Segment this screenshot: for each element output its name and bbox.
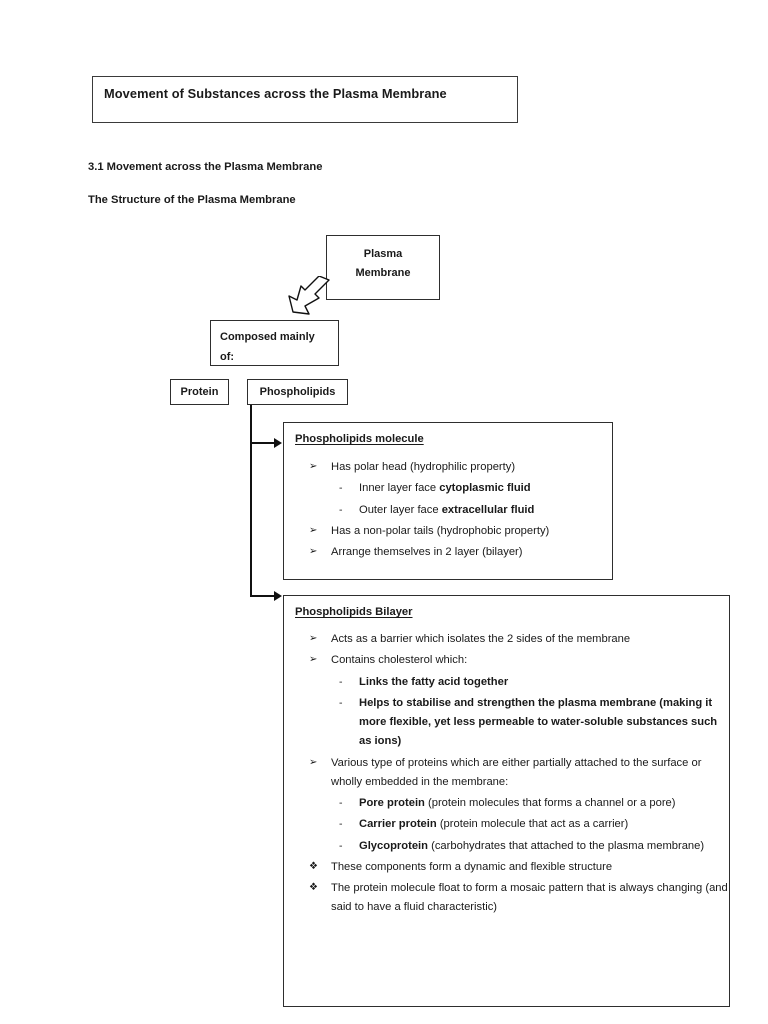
list-item: ➢ Arrange themselves in 2 layer (bilayer) — [309, 543, 612, 562]
list-item: ❖ The protein molecule float to form a mo… — [309, 879, 729, 918]
list-item: - Glycoprotein (carbohydrates that attach… — [337, 837, 729, 856]
bullet-marker-icon: ➢ — [309, 546, 318, 558]
panel-bilayer-heading: Phospholipids Bilayer — [295, 606, 413, 618]
list-item-text: Outer layer face extracellular fluid — [359, 503, 535, 516]
flowchart-box-phospholipids: Phospholipids — [247, 379, 348, 405]
bullet-marker-icon: - — [339, 675, 343, 688]
list-item-text: Pore protein (protein molecules that for… — [359, 797, 676, 810]
list-item: ➢ Contains cholesterol which: — [309, 651, 729, 670]
list-item-text: Various type of proteins which are eithe… — [331, 756, 702, 788]
panel-phospholipids-bilayer: Phospholipids Bilayer ➢ Acts as a barrier… — [283, 595, 730, 1007]
list-item-text: These components form a dynamic and flex… — [331, 860, 613, 873]
list-item: - Pore protein (protein molecules that fo… — [337, 794, 729, 813]
list-item-text: Has polar head (hydrophilic property) — [331, 461, 516, 473]
bullet-marker-icon: - — [339, 839, 343, 852]
bullet-marker-icon: ➢ — [309, 461, 318, 472]
bullet-marker-icon: ❖ — [309, 882, 318, 894]
list-item-text: Has a non-polar tails (hydrophobic prope… — [331, 524, 550, 537]
bullet-marker-icon: ➢ — [309, 654, 318, 666]
list-item: - Inner layer face cytoplasmic fluid — [337, 479, 612, 498]
list-item: - Carrier protein (protein molecule that … — [337, 815, 729, 834]
panel-phospholipids-molecule: Phospholipids molecule ➢ Has polar head (… — [283, 422, 613, 580]
flowchart-box-protein: Protein — [170, 379, 229, 405]
bullet-marker-icon: ➢ — [309, 633, 318, 644]
list-item-text: Helps to stabilise and strengthen the pl… — [359, 696, 718, 748]
bullet-marker-icon: - — [339, 818, 343, 831]
list-item-text: Inner layer face cytoplasmic fluid — [359, 482, 531, 495]
list-item-text: Carrier protein (protein molecule that a… — [359, 818, 629, 831]
list-item-text: Contains cholesterol which: — [331, 654, 468, 667]
bullet-marker-icon: ➢ — [309, 756, 318, 768]
bullet-marker-icon: - — [339, 503, 343, 516]
list-item: - Links the fatty acid together — [337, 673, 729, 692]
bullet-marker-icon: - — [339, 797, 343, 810]
composed-line-1: Composed mainly — [220, 331, 315, 343]
section-heading: 3.1 Movement across the Plasma Membrane — [88, 161, 323, 173]
list-item: ➢ Has a non-polar tails (hydrophobic prop… — [309, 522, 612, 541]
plasma-membrane-line-2: Membrane — [355, 267, 411, 280]
list-item-text: The protein molecule float to form a mos… — [331, 882, 728, 914]
list-item-text: Glycoprotein (carbohydrates that attache… — [359, 839, 705, 852]
list-item: - Helps to stabilise and strengthen the p… — [337, 694, 729, 752]
flowchart-box-plasma-membrane: Plasma Membrane — [326, 235, 440, 300]
list-item-text: Arrange themselves in 2 layer (bilayer) — [331, 546, 523, 559]
molecule-bullet-list: ➢ Has polar head (hydrophilic property) - I… — [284, 458, 612, 562]
list-item-text: Acts as a barrier which isolates the 2 s… — [331, 633, 631, 645]
composed-line-2: of: — [220, 351, 235, 364]
list-item: - Outer layer face extracellular fluid — [337, 501, 612, 520]
list-item-text: Links the fatty acid together — [359, 675, 509, 688]
title-box: Movement of Substances across the Plasma… — [92, 76, 518, 123]
connector-to-molecule-box — [250, 442, 276, 444]
bullet-marker-icon: - — [339, 482, 343, 495]
bullet-marker-icon: ❖ — [309, 860, 318, 872]
connector-to-bilayer-box — [250, 595, 276, 597]
bullet-marker-icon: ➢ — [309, 524, 318, 536]
page-title: Movement of Substances across the Plasma… — [104, 86, 447, 101]
arrowhead-molecule-icon — [274, 438, 282, 448]
flowchart-box-composed-mainly-of: Composed mainly of: — [210, 320, 339, 366]
subsection-heading: The Structure of the Plasma Membrane — [88, 194, 296, 206]
list-item: ➢ Has polar head (hydrophilic property) — [309, 458, 612, 477]
block-arrow-down-left-icon — [286, 275, 334, 318]
bilayer-bullet-list: ➢ Acts as a barrier which isolates the 2 … — [284, 630, 729, 918]
plasma-membrane-line-1: Plasma — [363, 248, 403, 260]
arrowhead-bilayer-icon — [274, 591, 282, 601]
connector-vertical — [250, 405, 252, 595]
list-item: ➢ Various type of proteins which are eith… — [309, 754, 729, 793]
bullet-marker-icon: - — [339, 696, 343, 709]
list-item: ❖ These components form a dynamic and fle… — [309, 858, 729, 877]
list-item: ➢ Acts as a barrier which isolates the 2 … — [309, 630, 729, 649]
panel-molecule-heading: Phospholipids molecule — [295, 433, 424, 445]
